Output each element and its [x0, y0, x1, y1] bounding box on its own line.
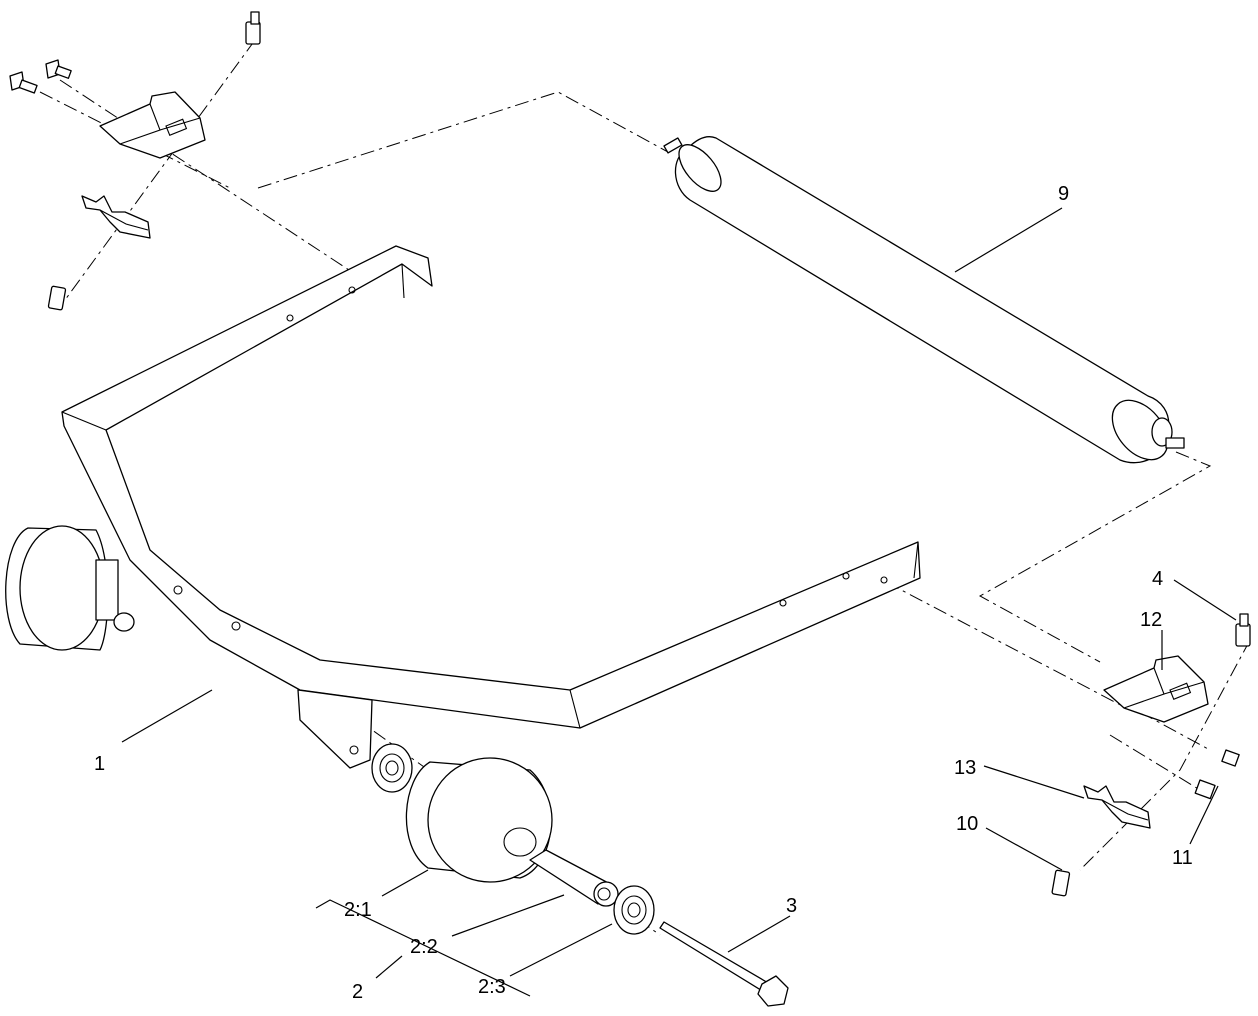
callout-labels: 1 9 4 12 13 10 11 2:1 2:2 2:3 3 2 — [94, 183, 1193, 1003]
flange-nut-icon — [1221, 749, 1240, 767]
callout-bracket: 12 — [1140, 609, 1162, 631]
right-bracket-group — [1051, 613, 1251, 897]
axle-bolt-icon — [659, 921, 789, 1007]
callout-clip: 13 — [954, 757, 976, 779]
roller-assembly — [371, 743, 655, 935]
frame — [61, 245, 921, 769]
clip-icon — [1083, 785, 1151, 829]
alignment-lines — [39, 39, 1251, 936]
callout-bolt: 10 — [956, 813, 978, 835]
bracket-icon — [1103, 655, 1209, 723]
leader-lines — [121, 207, 1237, 997]
callout-wheel: 2:1 — [344, 899, 372, 921]
callout-axle-bolt: 3 — [786, 895, 797, 917]
left-wheel — [5, 525, 135, 651]
callout-screw: 4 — [1152, 568, 1163, 590]
bracket-icon — [99, 91, 206, 159]
callout-frame: 1 — [94, 753, 105, 775]
bolt-icon — [9, 71, 38, 94]
callout-bearing: 2:3 — [478, 976, 506, 998]
spacer-icon — [529, 849, 619, 907]
bearing-icon — [371, 743, 413, 793]
bearing-icon — [613, 885, 655, 935]
rear-roller — [663, 136, 1185, 464]
callout-rear-roller: 9 — [1058, 183, 1069, 205]
bolt-icon — [1051, 869, 1071, 897]
callout-roller-assembly: 2 — [352, 981, 363, 1003]
bolt-icon — [45, 59, 72, 79]
screw-icon — [1235, 613, 1251, 647]
callout-spacer: 2:2 — [410, 936, 438, 958]
wheel-icon — [405, 757, 553, 883]
top-left-bracket-group — [9, 11, 261, 311]
callout-flange-nut: 11 — [1172, 847, 1193, 869]
flange-nut-icon — [1194, 779, 1216, 800]
bolt-icon — [47, 285, 67, 311]
clip-icon — [81, 195, 151, 239]
screw-icon — [245, 11, 261, 45]
